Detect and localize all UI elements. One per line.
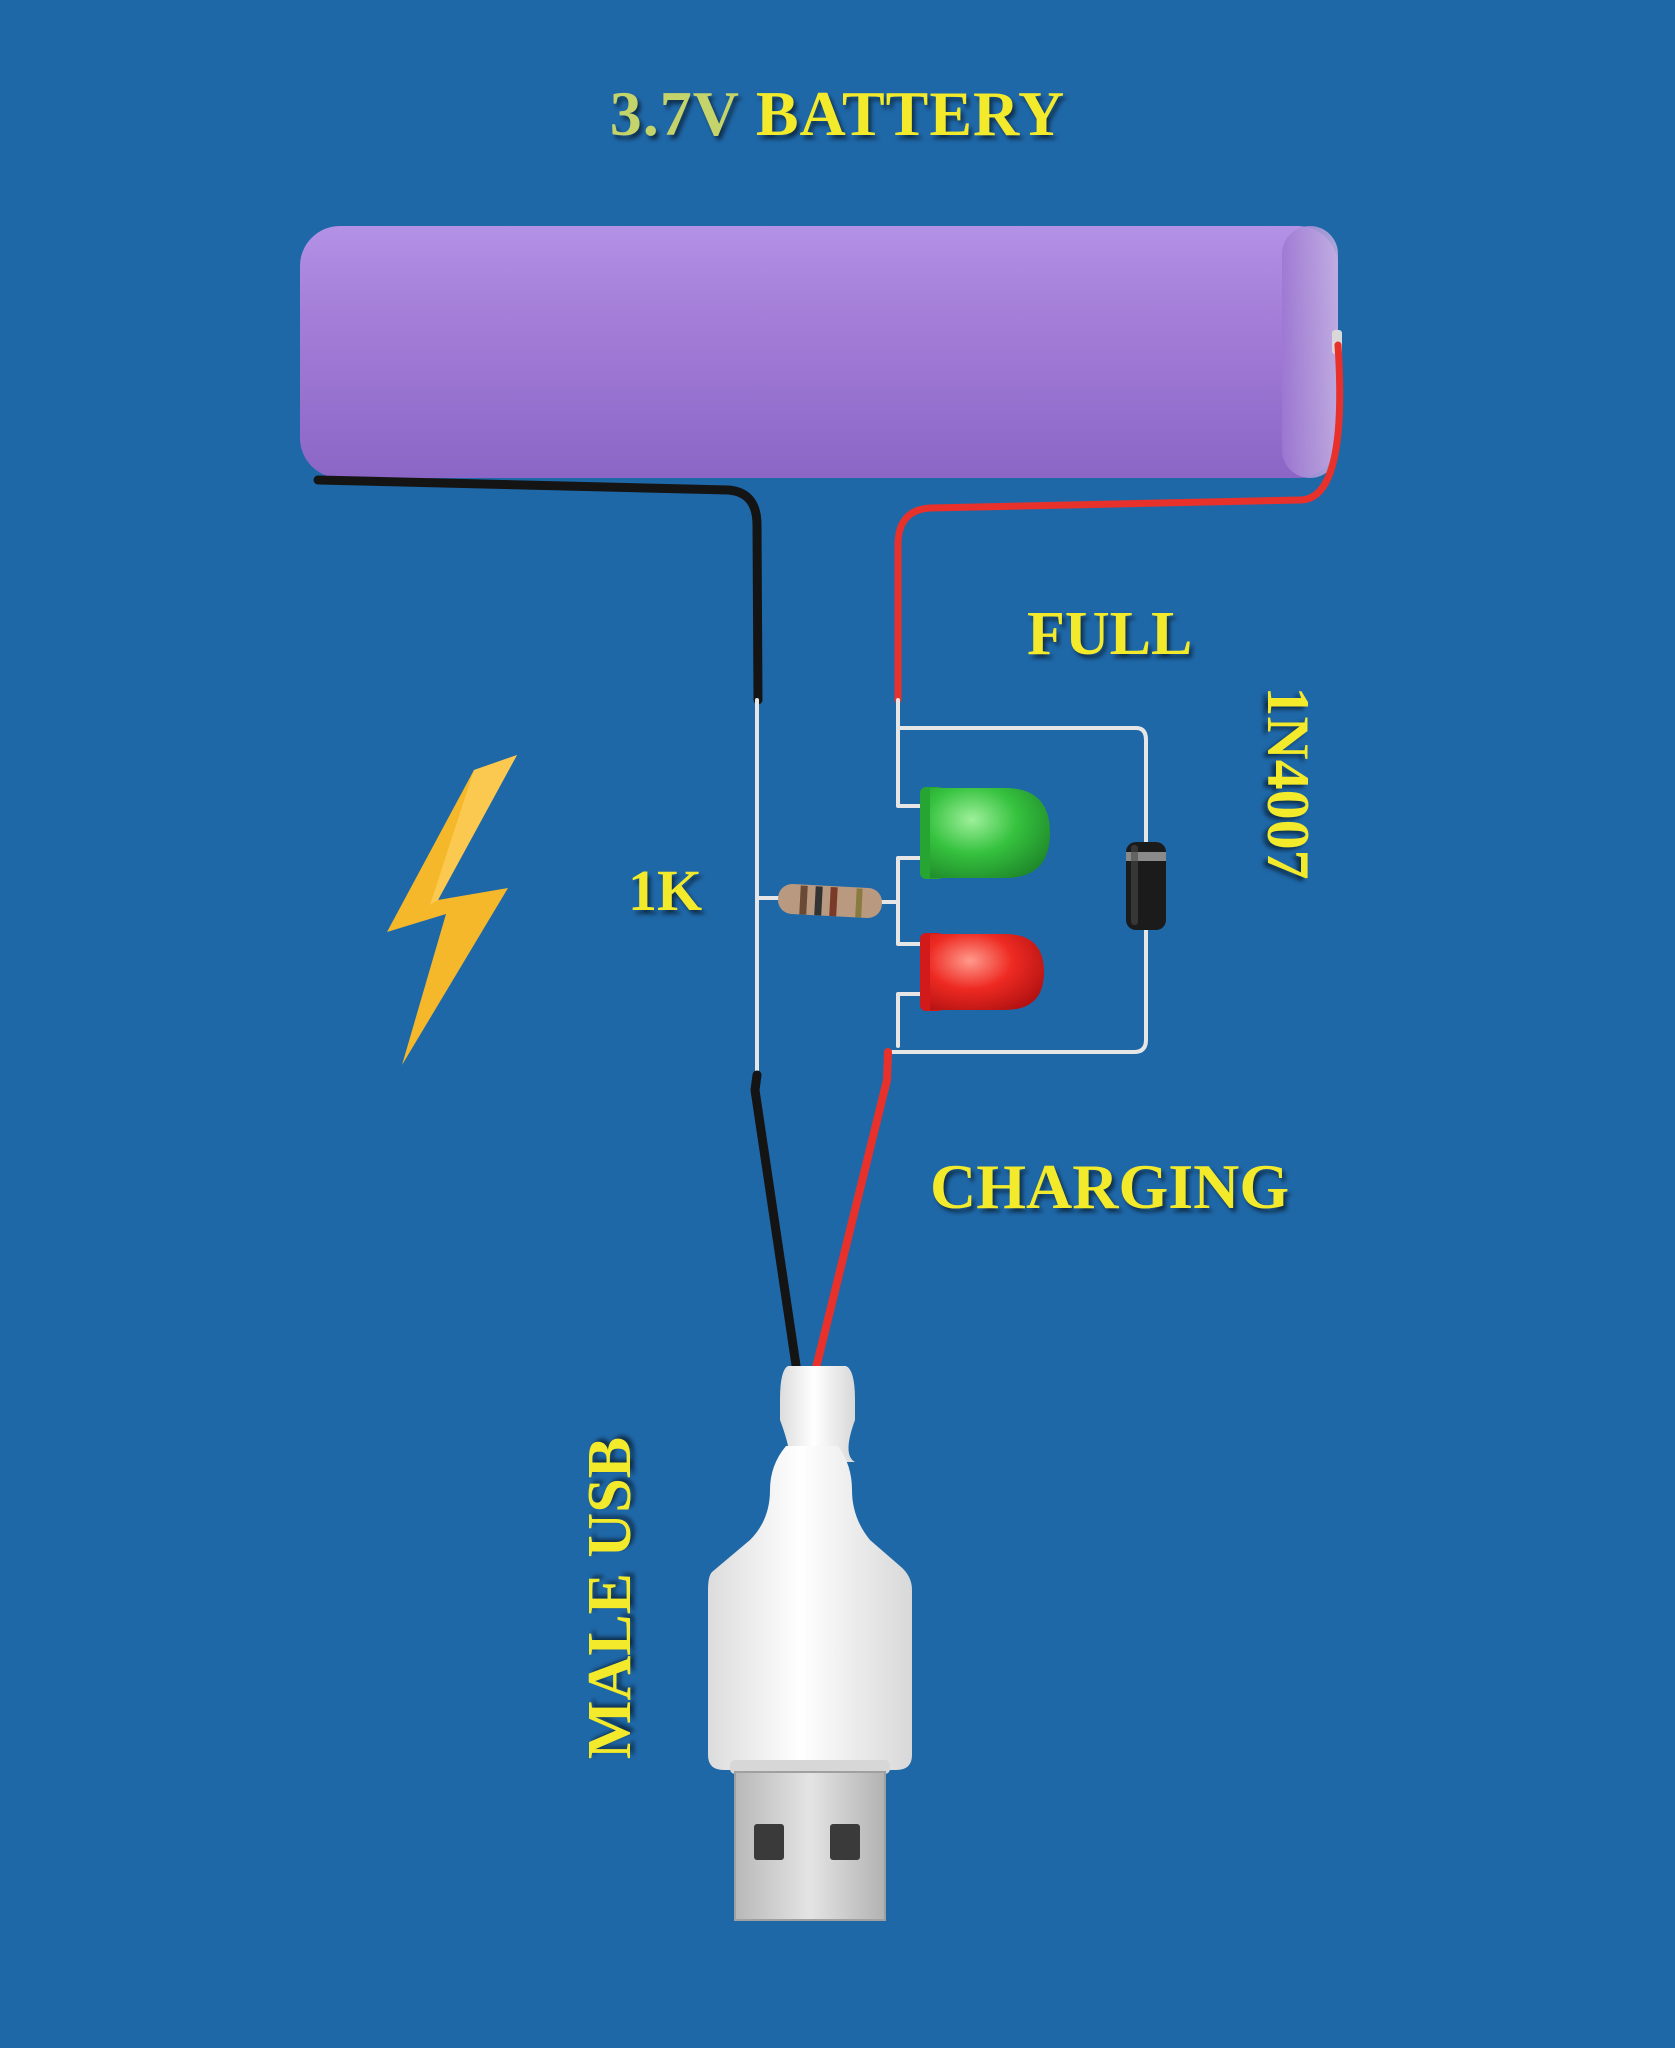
battery-voltage-label: 3.7V — [609, 78, 739, 149]
charging-label: CHARGING — [930, 1151, 1290, 1222]
diode-1n4007 — [1126, 842, 1166, 930]
usb-positive-wire — [811, 1048, 892, 1376]
battery-word-label: BATTERY — [755, 78, 1066, 149]
resistor-label: 1K — [628, 858, 703, 923]
resistor-1k — [777, 884, 883, 918]
usb-label: MALE USB — [576, 1436, 644, 1760]
usb-plug — [708, 1366, 912, 1921]
battery-cap — [1282, 226, 1338, 478]
diode-label: 1N4007 — [1255, 686, 1321, 880]
lightning-bolt-icon — [387, 755, 517, 1065]
led-charging-red — [920, 933, 1044, 1011]
battery-negative-wire — [313, 475, 763, 705]
battery — [300, 226, 1342, 478]
battery-body — [300, 226, 1338, 478]
led-full-green — [920, 787, 1050, 879]
full-label: FULL — [1027, 600, 1193, 668]
battery-positive-wire — [894, 341, 1344, 704]
battery-label: 3.7V BATTERY — [0, 82, 1675, 146]
usb-negative-wire — [750, 1070, 802, 1377]
